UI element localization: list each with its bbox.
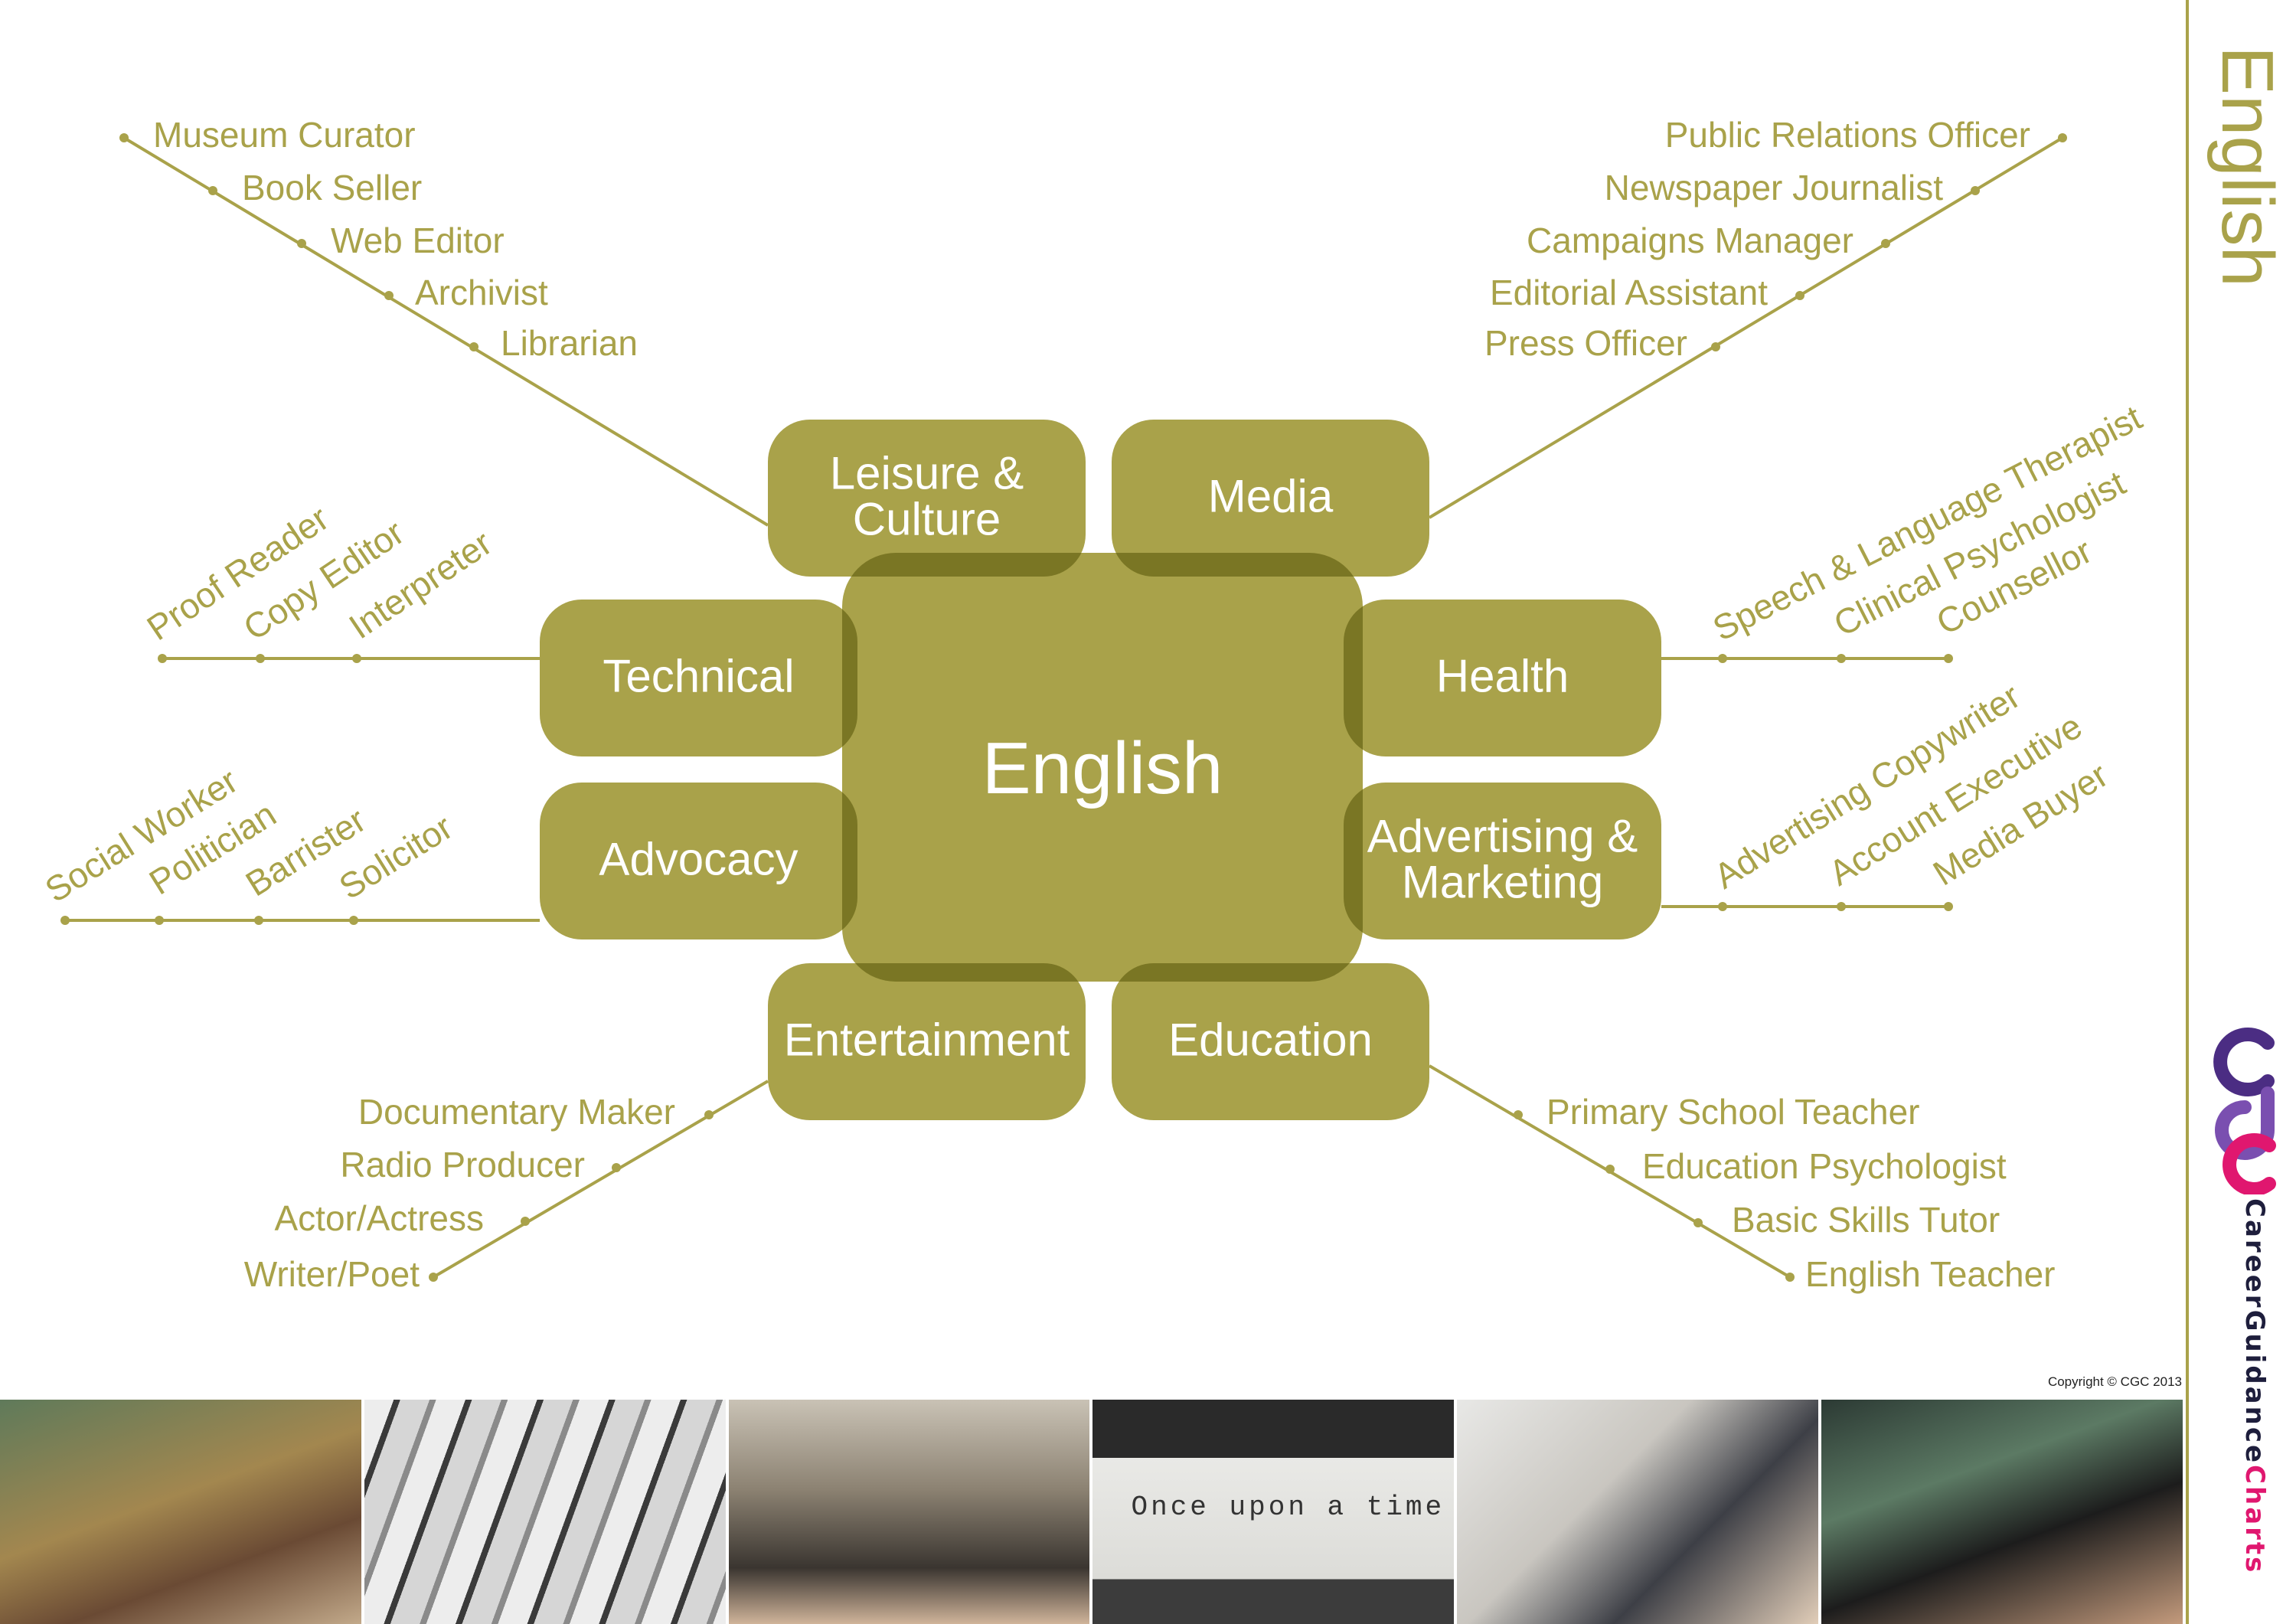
- career-label: Primary School Teacher: [1546, 1092, 1919, 1132]
- category-box-leisure-culture: [768, 420, 1086, 577]
- category-boxes: [540, 420, 1661, 1120]
- career-dot: [60, 916, 70, 925]
- side-title: English: [2206, 46, 2288, 287]
- category-box-advocacy: [540, 783, 857, 939]
- category-box-education: [1112, 963, 1429, 1120]
- career-dot: [297, 239, 306, 248]
- career-dot: [158, 654, 167, 663]
- career-dot: [1944, 654, 1953, 663]
- career-label: Public Relations Officer: [1665, 115, 2030, 155]
- career-dot: [1693, 1218, 1703, 1227]
- central-label: English: [982, 727, 1223, 809]
- career-label: Press Officer: [1484, 323, 1687, 363]
- category-label-leisure-culture: Leisure &Culture: [830, 448, 1024, 545]
- career-label: Basic Skills Tutor: [1732, 1200, 2000, 1240]
- career-dot: [1881, 239, 1890, 248]
- category-label-media: Media: [1208, 471, 1334, 522]
- central-box: [842, 553, 1363, 982]
- career-dot: [1971, 186, 1980, 195]
- career-dot: [384, 291, 394, 300]
- career-dot: [254, 916, 263, 925]
- brand-name-career: Career: [2239, 1198, 2270, 1310]
- career-dot: [1795, 291, 1804, 300]
- career-label: Actor/Actress: [274, 1198, 484, 1238]
- career-label: Archivist: [415, 273, 548, 312]
- career-dot: [1718, 654, 1727, 663]
- career-dot: [256, 654, 265, 663]
- photo-press-microphones: [728, 1400, 1093, 1624]
- category-label-education: Education: [1168, 1015, 1373, 1066]
- sidebar-divider: [2186, 0, 2189, 1624]
- career-label: Newspaper Journalist: [1605, 168, 1944, 207]
- career-dot: [1944, 902, 1953, 911]
- career-label: Web Editor: [331, 221, 505, 260]
- connector-leisure-culture: [122, 136, 769, 527]
- category-label-entertainment: Entertainment: [784, 1015, 1070, 1066]
- career-dot: [1711, 342, 1720, 351]
- career-dot: [155, 916, 164, 925]
- career-label: English Teacher: [1805, 1254, 2055, 1294]
- career-dot: [1837, 902, 1846, 911]
- photo-strip: Once upon a time: [0, 1400, 2186, 1624]
- career-dot: [704, 1110, 714, 1119]
- typewriter-caption: Once upon a time: [1131, 1492, 1445, 1523]
- career-dot: [521, 1217, 530, 1226]
- career-dot: [1514, 1110, 1523, 1119]
- photo-classroom: [0, 1400, 364, 1624]
- category-box-technical: [540, 600, 857, 756]
- career-label: Librarian: [501, 323, 638, 363]
- career-label: Campaigns Manager: [1527, 221, 1853, 260]
- category-box-media: [1112, 420, 1429, 577]
- category-label-advocacy: Advocacy: [599, 834, 798, 885]
- career-dot: [1837, 654, 1846, 663]
- career-dot: [208, 186, 217, 195]
- career-dot: [2058, 133, 2067, 142]
- career-dot: [1718, 902, 1727, 911]
- category-label-advertising-marketing: Advertising &Marketing: [1367, 811, 1638, 908]
- category-label-health: Health: [1436, 651, 1569, 702]
- category-box-advertising-marketing: [1344, 783, 1661, 939]
- brand-name-guidance: Guidance: [2239, 1309, 2270, 1466]
- career-label: Education Psychologist: [1642, 1146, 2007, 1186]
- category-label-technical: Technical: [603, 651, 794, 702]
- career-label: Writer/Poet: [244, 1254, 420, 1294]
- brand-name-charts: Charts: [2239, 1465, 2270, 1575]
- cgc-logo-icon: [2213, 1028, 2276, 1196]
- photo-typewriter: Once upon a time: [1092, 1400, 1458, 1624]
- career-label: Documentary Maker: [358, 1092, 675, 1132]
- career-dot: [1605, 1165, 1615, 1174]
- career-label: Book Seller: [242, 168, 422, 207]
- central-subject: [842, 553, 1363, 982]
- career-dot: [469, 342, 478, 351]
- category-box-health: [1344, 600, 1661, 756]
- photo-counselling: [1457, 1400, 1822, 1624]
- copyright: Copyright © CGC 2013: [2047, 1374, 2182, 1389]
- photo-radio-studio: [1821, 1400, 2186, 1624]
- career-label: Radio Producer: [340, 1145, 585, 1185]
- cgc-logo: [2197, 995, 2289, 1623]
- career-label: Museum Curator: [153, 115, 416, 155]
- career-dot: [429, 1273, 438, 1282]
- career-dot: [612, 1163, 621, 1172]
- career-dot: [349, 916, 358, 925]
- category-box-entertainment: [768, 963, 1086, 1120]
- career-dot: [1785, 1273, 1795, 1282]
- brand-name: CareerGuidanceCharts: [2224, 1198, 2270, 1596]
- connector-media: [1428, 136, 2064, 519]
- career-dot: [352, 654, 361, 663]
- photo-newspapers: [364, 1400, 729, 1624]
- career-label: Editorial Assistant: [1490, 273, 1768, 312]
- career-dot: [119, 133, 129, 142]
